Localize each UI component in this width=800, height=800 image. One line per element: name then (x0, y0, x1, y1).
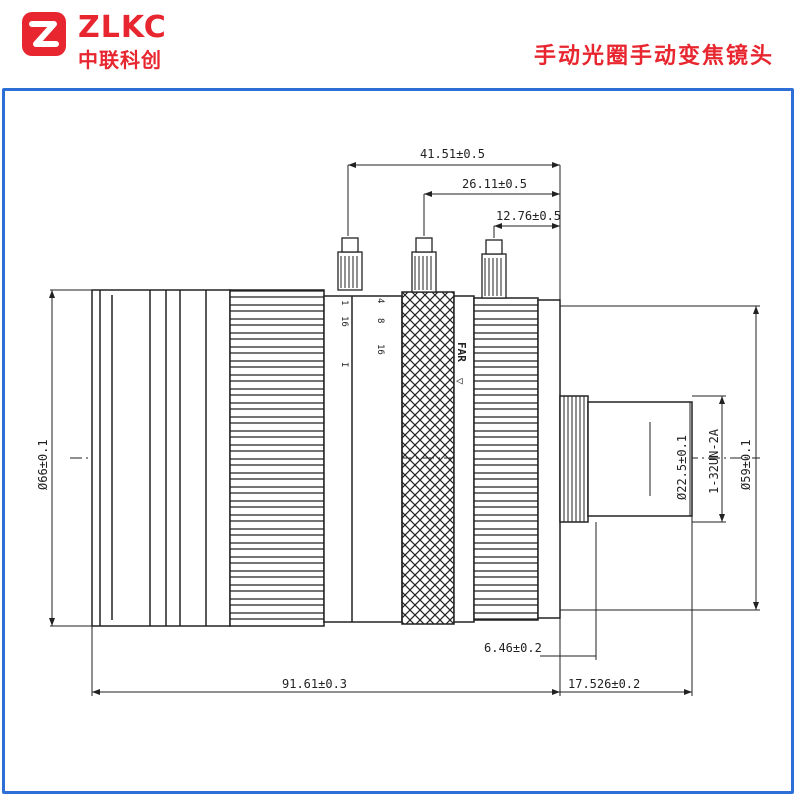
scale-label-1: 1 (339, 300, 349, 305)
front-barrel (91, 289, 231, 627)
lock-screw-2 (411, 237, 437, 293)
dim-bottom-total: 91.61±0.3 (282, 677, 347, 691)
lock-screw-1 (337, 237, 363, 291)
dim-dia-body: Ø66±0.1 (36, 439, 50, 490)
iris-ring (473, 297, 561, 621)
header: ZLKC 中联科创 手动光圈手动变焦镜头 (0, 0, 800, 88)
diagram-panel (2, 88, 794, 794)
scale-label-2: 16 (339, 316, 349, 327)
scale-label-5: 4 (375, 298, 385, 303)
scale-label-4: 8 (375, 318, 385, 323)
dim-bottom-flange: 6.46±0.2 (484, 641, 542, 655)
scale-label-6: I (339, 362, 349, 367)
dim-top-2: 26.11±0.5 (462, 177, 527, 191)
dim-top-1: 41.51±0.5 (420, 147, 485, 161)
lock-screw-3 (481, 239, 507, 299)
dim-dia-mount: Ø22.5±0.1 (675, 435, 689, 500)
focus-ring (401, 291, 455, 625)
dimension-lines (50, 164, 760, 696)
dim-dia-rear: Ø59±0.1 (739, 439, 753, 490)
focus-arrow-icon: ◁ (456, 374, 463, 387)
dim-top-3: 12.76±0.5 (496, 209, 561, 223)
brand-logo-text: ZLKC (78, 10, 167, 45)
page-title: 手动光圈手动变焦镜头 (533, 44, 774, 69)
brand-logo-cn: 中联科创 (78, 48, 162, 72)
brand-logo-icon (22, 12, 66, 56)
rear-mount (559, 395, 693, 523)
dim-thread: 1-32UN-2A (707, 428, 721, 494)
dim-bottom-back: 17.526±0.2 (568, 677, 640, 691)
zoom-ring (229, 289, 325, 627)
focus-far-label: FAR (455, 342, 468, 362)
scale-label-3: 16 (375, 344, 385, 355)
scale-section (323, 295, 403, 623)
